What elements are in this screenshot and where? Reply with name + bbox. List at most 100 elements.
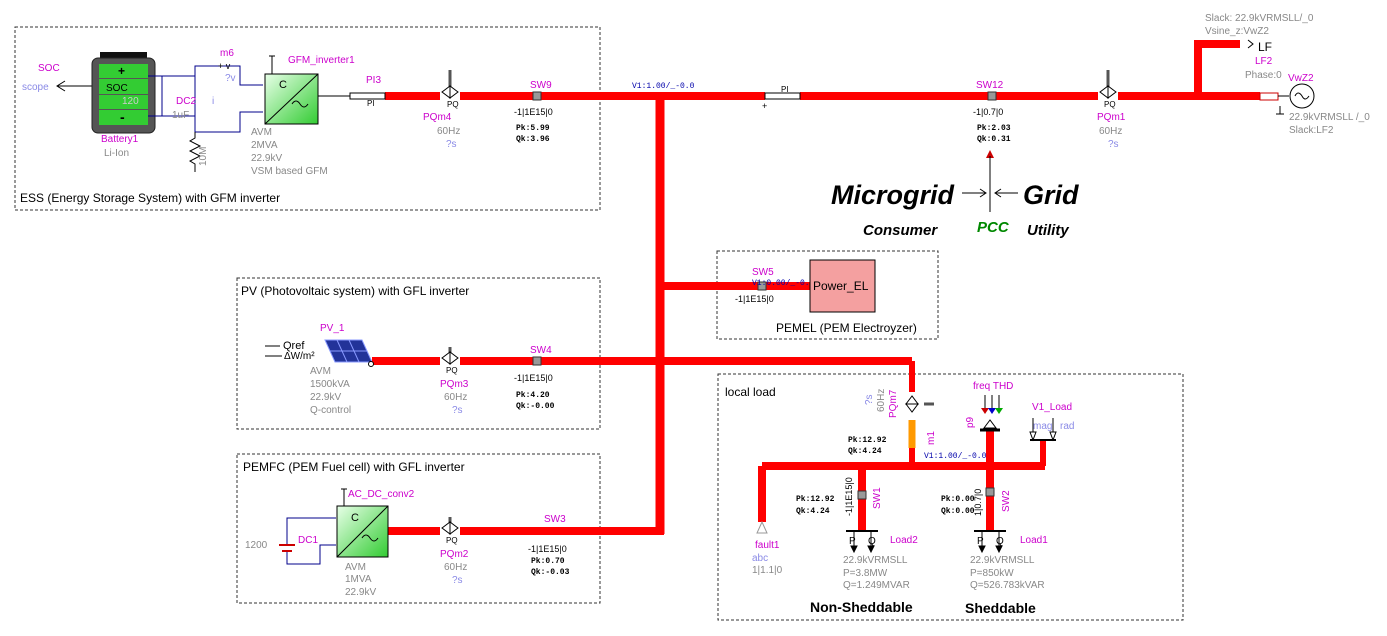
- rad-label: rad: [1060, 421, 1074, 432]
- load1-icon[interactable]: [974, 530, 1006, 554]
- load1-v: 22.9kVRMSLL: [970, 555, 1035, 566]
- sw9-pk: Pk:5.99: [516, 124, 550, 133]
- sw4-qk: Qk:-0.00: [516, 402, 555, 411]
- pemel-group-box: [716, 250, 939, 340]
- pcc-arrow-right-head: [994, 188, 1002, 198]
- sheddable-label: Sheddable: [965, 600, 1036, 616]
- gfm-avm: AVM: [251, 127, 272, 138]
- fault-icon[interactable]: [756, 520, 768, 534]
- battery-name: Battery1: [101, 134, 139, 145]
- source-slack: Slack:LF2: [1289, 125, 1334, 136]
- load2-q: Q: [868, 536, 876, 547]
- sw3-state: -1|1E15|0: [528, 544, 567, 554]
- battery-type: Li-Ion: [104, 148, 129, 159]
- pv-kv: 22.9kV: [310, 392, 341, 403]
- soc-label: SOC: [38, 63, 60, 74]
- ac-source-sine: [1294, 92, 1310, 100]
- sw4-label: SW4: [530, 345, 552, 356]
- pqm4-pq: PQ: [447, 100, 459, 109]
- pv-dw: ΔW/m²: [284, 351, 315, 362]
- lf-label: LF: [1258, 40, 1272, 54]
- pi-line-icon[interactable]: [764, 92, 801, 100]
- mag-label: mag: [1033, 421, 1052, 432]
- microgrid-title: Microgrid: [831, 180, 955, 210]
- power-el-box[interactable]: [809, 259, 876, 313]
- pv-kva: 1500kVA: [310, 379, 350, 390]
- gfm-inverter-c: C: [279, 79, 287, 91]
- dc2-label: DC2: [176, 96, 196, 107]
- gfm-kv: 22.9kV: [251, 153, 282, 164]
- sw4-pk: Pk:4.20: [516, 391, 550, 400]
- load2-icon[interactable]: [846, 530, 878, 554]
- m6-label: m6: [220, 48, 234, 59]
- pqm2-hz: 60Hz: [444, 562, 467, 573]
- fault-name: fault1: [755, 540, 780, 551]
- pemfc-conv: AC_DC_conv2: [348, 489, 415, 500]
- load1-p-val: P=850kW: [970, 568, 1014, 579]
- sw1-label: SW1: [872, 487, 883, 509]
- freq-thd-probes-icon: [981, 395, 1003, 414]
- pqm3-qs: ?s: [452, 405, 463, 416]
- sw5-state: -1|1E15|0: [735, 294, 774, 304]
- voltmeter-plus: + v: [218, 61, 231, 71]
- m1-label: m1: [926, 431, 937, 445]
- sw5-switch-icon[interactable]: [757, 281, 767, 291]
- load1-q: Q: [996, 536, 1004, 547]
- conv-c: C: [351, 512, 359, 524]
- sw12-switch-icon[interactable]: [987, 91, 997, 101]
- qk-top: Qk:4.24: [848, 447, 882, 456]
- pqm1-meter-icon[interactable]: [1099, 70, 1117, 99]
- p9-meter-icon[interactable]: [980, 419, 1000, 432]
- grid-title: Grid: [1023, 180, 1079, 210]
- cap-value: 120: [122, 96, 139, 107]
- load1-name: Load1: [1020, 535, 1048, 546]
- pemfc-mva: 1MVA: [345, 574, 372, 585]
- sw1-switch-icon[interactable]: [857, 490, 867, 500]
- pqm2-meter-icon[interactable]: [441, 517, 459, 535]
- lf-slack: Slack: 22.9kVRMSLL/_0: [1205, 13, 1314, 24]
- pqm1-hz: 60Hz: [1099, 126, 1122, 137]
- load2-name: Load2: [890, 535, 918, 546]
- sw9-state: -1|1E15|0: [514, 107, 553, 117]
- pv-group-box: [236, 277, 601, 430]
- v1-load-meter-icon[interactable]: [1029, 418, 1057, 442]
- pqm4-meter-icon[interactable]: [441, 70, 459, 99]
- sw2-switch-icon[interactable]: [985, 487, 995, 497]
- load2-p: P: [849, 536, 856, 547]
- qk-left: Qk:4.24: [796, 507, 830, 516]
- pcc-arrow-left-head: [979, 188, 987, 198]
- pqm7-meter-icon[interactable]: [905, 395, 934, 413]
- dc2-value: 1uF: [172, 110, 189, 121]
- sw2-state: 1|0.7|0: [973, 489, 983, 516]
- ac-dc-converter-icon[interactable]: [336, 505, 389, 558]
- pqm7-name: PQm7: [888, 389, 899, 418]
- fault-abc: abc: [752, 553, 768, 564]
- sw9-qk: Qk:3.96: [516, 135, 550, 144]
- battery-minus: -: [120, 109, 125, 125]
- sw12-label: SW12: [976, 80, 1004, 91]
- battery-icon[interactable]: [91, 52, 156, 134]
- freq-thd: freq THD: [973, 381, 1013, 392]
- load2-p-val: P=3.8MW: [843, 568, 888, 579]
- pi-plus: +: [762, 101, 767, 111]
- voltmeter-qv: ?v: [225, 73, 236, 84]
- pemfc-dc1: DC1: [298, 535, 318, 546]
- dc-source-icon[interactable]: [279, 544, 295, 552]
- pv-panel-icon[interactable]: [324, 339, 373, 363]
- lf-vsine: Vsine_z:VwZ2: [1205, 26, 1269, 37]
- pemfc-dc-wire-bot: [286, 544, 336, 565]
- bus-v1-label: V1:1.00/_-0.0: [632, 82, 695, 91]
- pv-terminal: [368, 361, 374, 367]
- current-probe: i: [212, 96, 214, 107]
- pi3-pi: PI: [367, 99, 375, 108]
- pqm1-qs: ?s: [1108, 139, 1119, 150]
- sw9-switch-icon[interactable]: [532, 91, 542, 101]
- pqm3-meter-icon[interactable]: [441, 347, 459, 365]
- conv-ground-icon: [341, 488, 347, 506]
- pqm4-hz: 60Hz: [437, 126, 460, 137]
- gfm-inverter-icon[interactable]: [264, 73, 319, 125]
- sw4-switch-icon[interactable]: [532, 356, 542, 366]
- pi-line-label: PI: [781, 85, 789, 94]
- pi3-line-icon[interactable]: [349, 92, 386, 100]
